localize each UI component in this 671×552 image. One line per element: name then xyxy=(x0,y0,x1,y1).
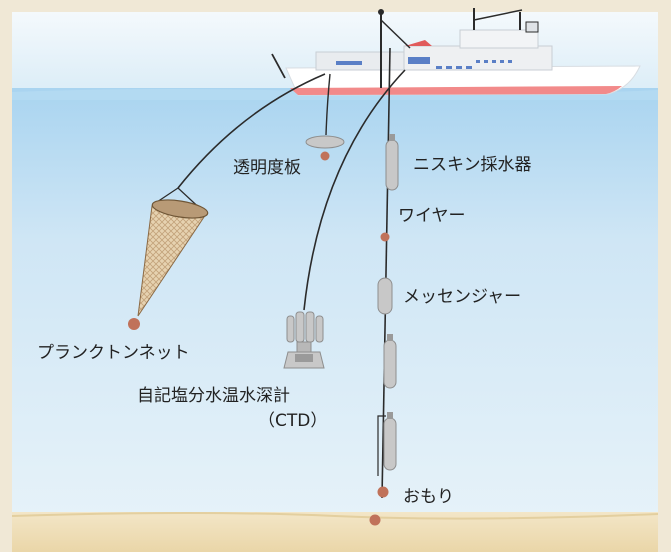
plankton-net-tow-line xyxy=(177,73,326,189)
seabed xyxy=(12,512,658,552)
ctd-sensor xyxy=(295,354,313,362)
niskin-bottle-1 xyxy=(385,139,399,191)
label-niskin-bottle: ニスキン採水器 xyxy=(413,155,532,175)
label-messenger: メッセンジャー xyxy=(403,287,522,307)
window-2 xyxy=(408,57,430,64)
secchi-disk-plate xyxy=(305,135,345,149)
main-wire xyxy=(381,47,391,499)
sinker-weight xyxy=(377,486,389,498)
label-ctd-abbr: （CTD） xyxy=(258,411,328,431)
hull-stripe xyxy=(290,86,622,95)
ctd-neck xyxy=(296,341,312,353)
label-secchi-disk: 透明度板 xyxy=(233,158,301,178)
label-plankton-net: プランクトンネット xyxy=(37,343,190,363)
plankton-net-ring xyxy=(151,199,209,219)
pulley xyxy=(378,9,384,15)
ctd-bottle-2 xyxy=(295,311,305,343)
window-row xyxy=(436,60,512,69)
secchi-disk-weight xyxy=(320,151,330,161)
stern-boom xyxy=(271,53,286,79)
bridge xyxy=(459,29,539,49)
radar xyxy=(525,21,539,33)
sea xyxy=(12,88,658,522)
main-wire-assembly xyxy=(369,47,399,526)
bottle-bracket xyxy=(377,415,386,476)
messenger-body xyxy=(377,277,393,315)
label-weight: おもり xyxy=(403,487,454,507)
plankton-net-weight xyxy=(128,318,140,330)
niskin-bottle-3-cap xyxy=(387,412,393,419)
research-ship xyxy=(271,8,641,96)
crane-stay xyxy=(380,19,411,49)
ctd xyxy=(283,69,406,369)
ctd-bottle-1 xyxy=(286,315,295,343)
label-wire: ワイヤー xyxy=(398,206,466,226)
ctd-cable xyxy=(303,69,406,311)
bottom-weight xyxy=(369,514,381,526)
superstructure xyxy=(403,45,553,71)
mast-stay xyxy=(473,9,523,21)
secchi-disk-line xyxy=(325,73,331,136)
seabed-edge xyxy=(11,512,659,520)
ctd-bottle-3 xyxy=(305,311,315,343)
niskin-bottle-2 xyxy=(383,339,397,389)
secchi-disk xyxy=(305,73,345,161)
window-1 xyxy=(336,61,362,65)
niskin-bottle-2-cap xyxy=(387,334,393,341)
aft-deckhouse xyxy=(315,51,417,71)
ctd-bottle-4 xyxy=(315,315,324,343)
label-ctd: 自記塩分水温水深計 xyxy=(137,386,290,406)
plankton-net xyxy=(128,73,326,330)
funnel xyxy=(405,40,432,46)
niskin-bottle-1-cap xyxy=(389,134,395,141)
niskin-bottle-3 xyxy=(383,417,397,471)
wire-marker xyxy=(380,232,390,242)
